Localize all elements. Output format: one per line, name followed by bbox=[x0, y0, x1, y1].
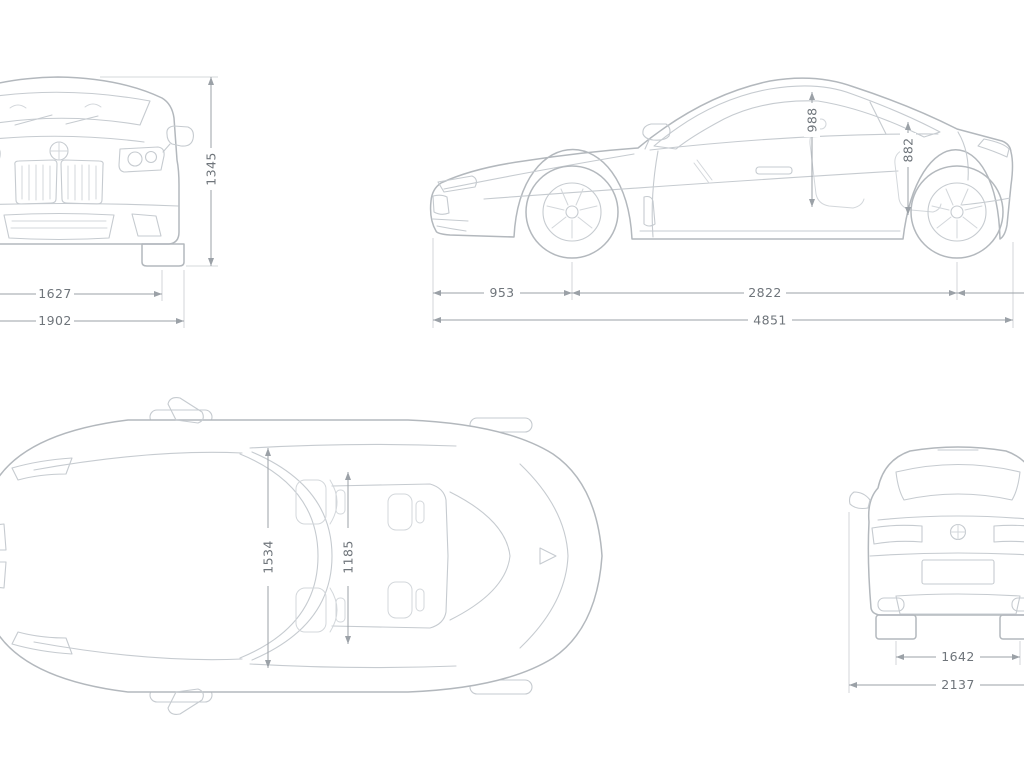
dim-label-front-overhang: 953 bbox=[489, 285, 514, 300]
dim-overall-width: 1902 bbox=[0, 313, 184, 328]
bmw-roundel-rear-icon bbox=[949, 523, 967, 541]
front-headlight-right bbox=[118, 146, 165, 173]
dim-label-front-track: 1627 bbox=[38, 286, 71, 301]
side-body-outline bbox=[429, 77, 1014, 240]
dim-rear-track: 1642 bbox=[848, 512, 1021, 693]
dim-headroom-rear: 882 bbox=[900, 122, 916, 215]
rear-mirrors bbox=[848, 491, 871, 510]
front-hood-crease bbox=[0, 135, 145, 143]
top-mirrors bbox=[167, 397, 204, 715]
top-interior-seats bbox=[295, 479, 425, 633]
dim-label-rear-track: 1642 bbox=[941, 649, 974, 664]
bmw-roundel-icon bbox=[49, 141, 69, 161]
rear-detail-lines bbox=[869, 449, 1024, 615]
dim-label-interior-width-front: 1534 bbox=[261, 540, 276, 573]
front-wheel-right bbox=[141, 243, 185, 267]
dim-label-headroom-front: 988 bbox=[805, 107, 820, 132]
side-view bbox=[429, 77, 1014, 259]
top-view bbox=[0, 397, 603, 715]
dim-label-overall-width: 1902 bbox=[38, 313, 71, 328]
side-rear-wheel bbox=[910, 165, 1004, 259]
side-front-wheel bbox=[525, 165, 619, 259]
dim-wheelbase: 2822 bbox=[572, 285, 1024, 300]
top-detail-lines bbox=[0, 443, 569, 669]
side-detail-lines bbox=[432, 101, 1011, 238]
dim-label-overall-height: 1345 bbox=[204, 152, 219, 185]
dim-interior-width-rear: 1185 bbox=[340, 472, 356, 644]
dim-label-overall-length: 4851 bbox=[753, 313, 786, 328]
front-body-outline bbox=[0, 76, 180, 245]
front-bumper bbox=[0, 202, 179, 241]
rear-view bbox=[848, 446, 1024, 640]
dim-width-incl-mirrors: 2137 bbox=[849, 677, 1024, 692]
dim-label-width-incl-mirrors: 2137 bbox=[941, 677, 974, 692]
front-kidney-grille bbox=[14, 159, 104, 205]
dim-front-track: 1627 bbox=[0, 286, 162, 301]
dim-label-headroom-rear: 882 bbox=[901, 137, 916, 162]
rear-wheels bbox=[875, 614, 1024, 640]
side-glasshouse bbox=[653, 85, 941, 150]
rear-body-outline bbox=[867, 446, 1024, 616]
dim-overall-length: 4851 bbox=[433, 312, 1013, 328]
dim-overall-height: 1345 bbox=[100, 76, 219, 328]
dim-headroom-front: 988 bbox=[804, 92, 820, 207]
dim-label-interior-width-rear: 1185 bbox=[341, 540, 356, 573]
front-windshield bbox=[0, 91, 151, 126]
side-mirror bbox=[642, 123, 671, 150]
dim-interior-width-front: 1534 bbox=[260, 448, 276, 668]
top-body-outline bbox=[0, 419, 603, 693]
front-view bbox=[0, 76, 194, 267]
front-mirror-right bbox=[162, 125, 194, 153]
dim-label-wheelbase: 2822 bbox=[748, 285, 781, 300]
dim-front-overhang: 953 bbox=[432, 238, 1014, 328]
